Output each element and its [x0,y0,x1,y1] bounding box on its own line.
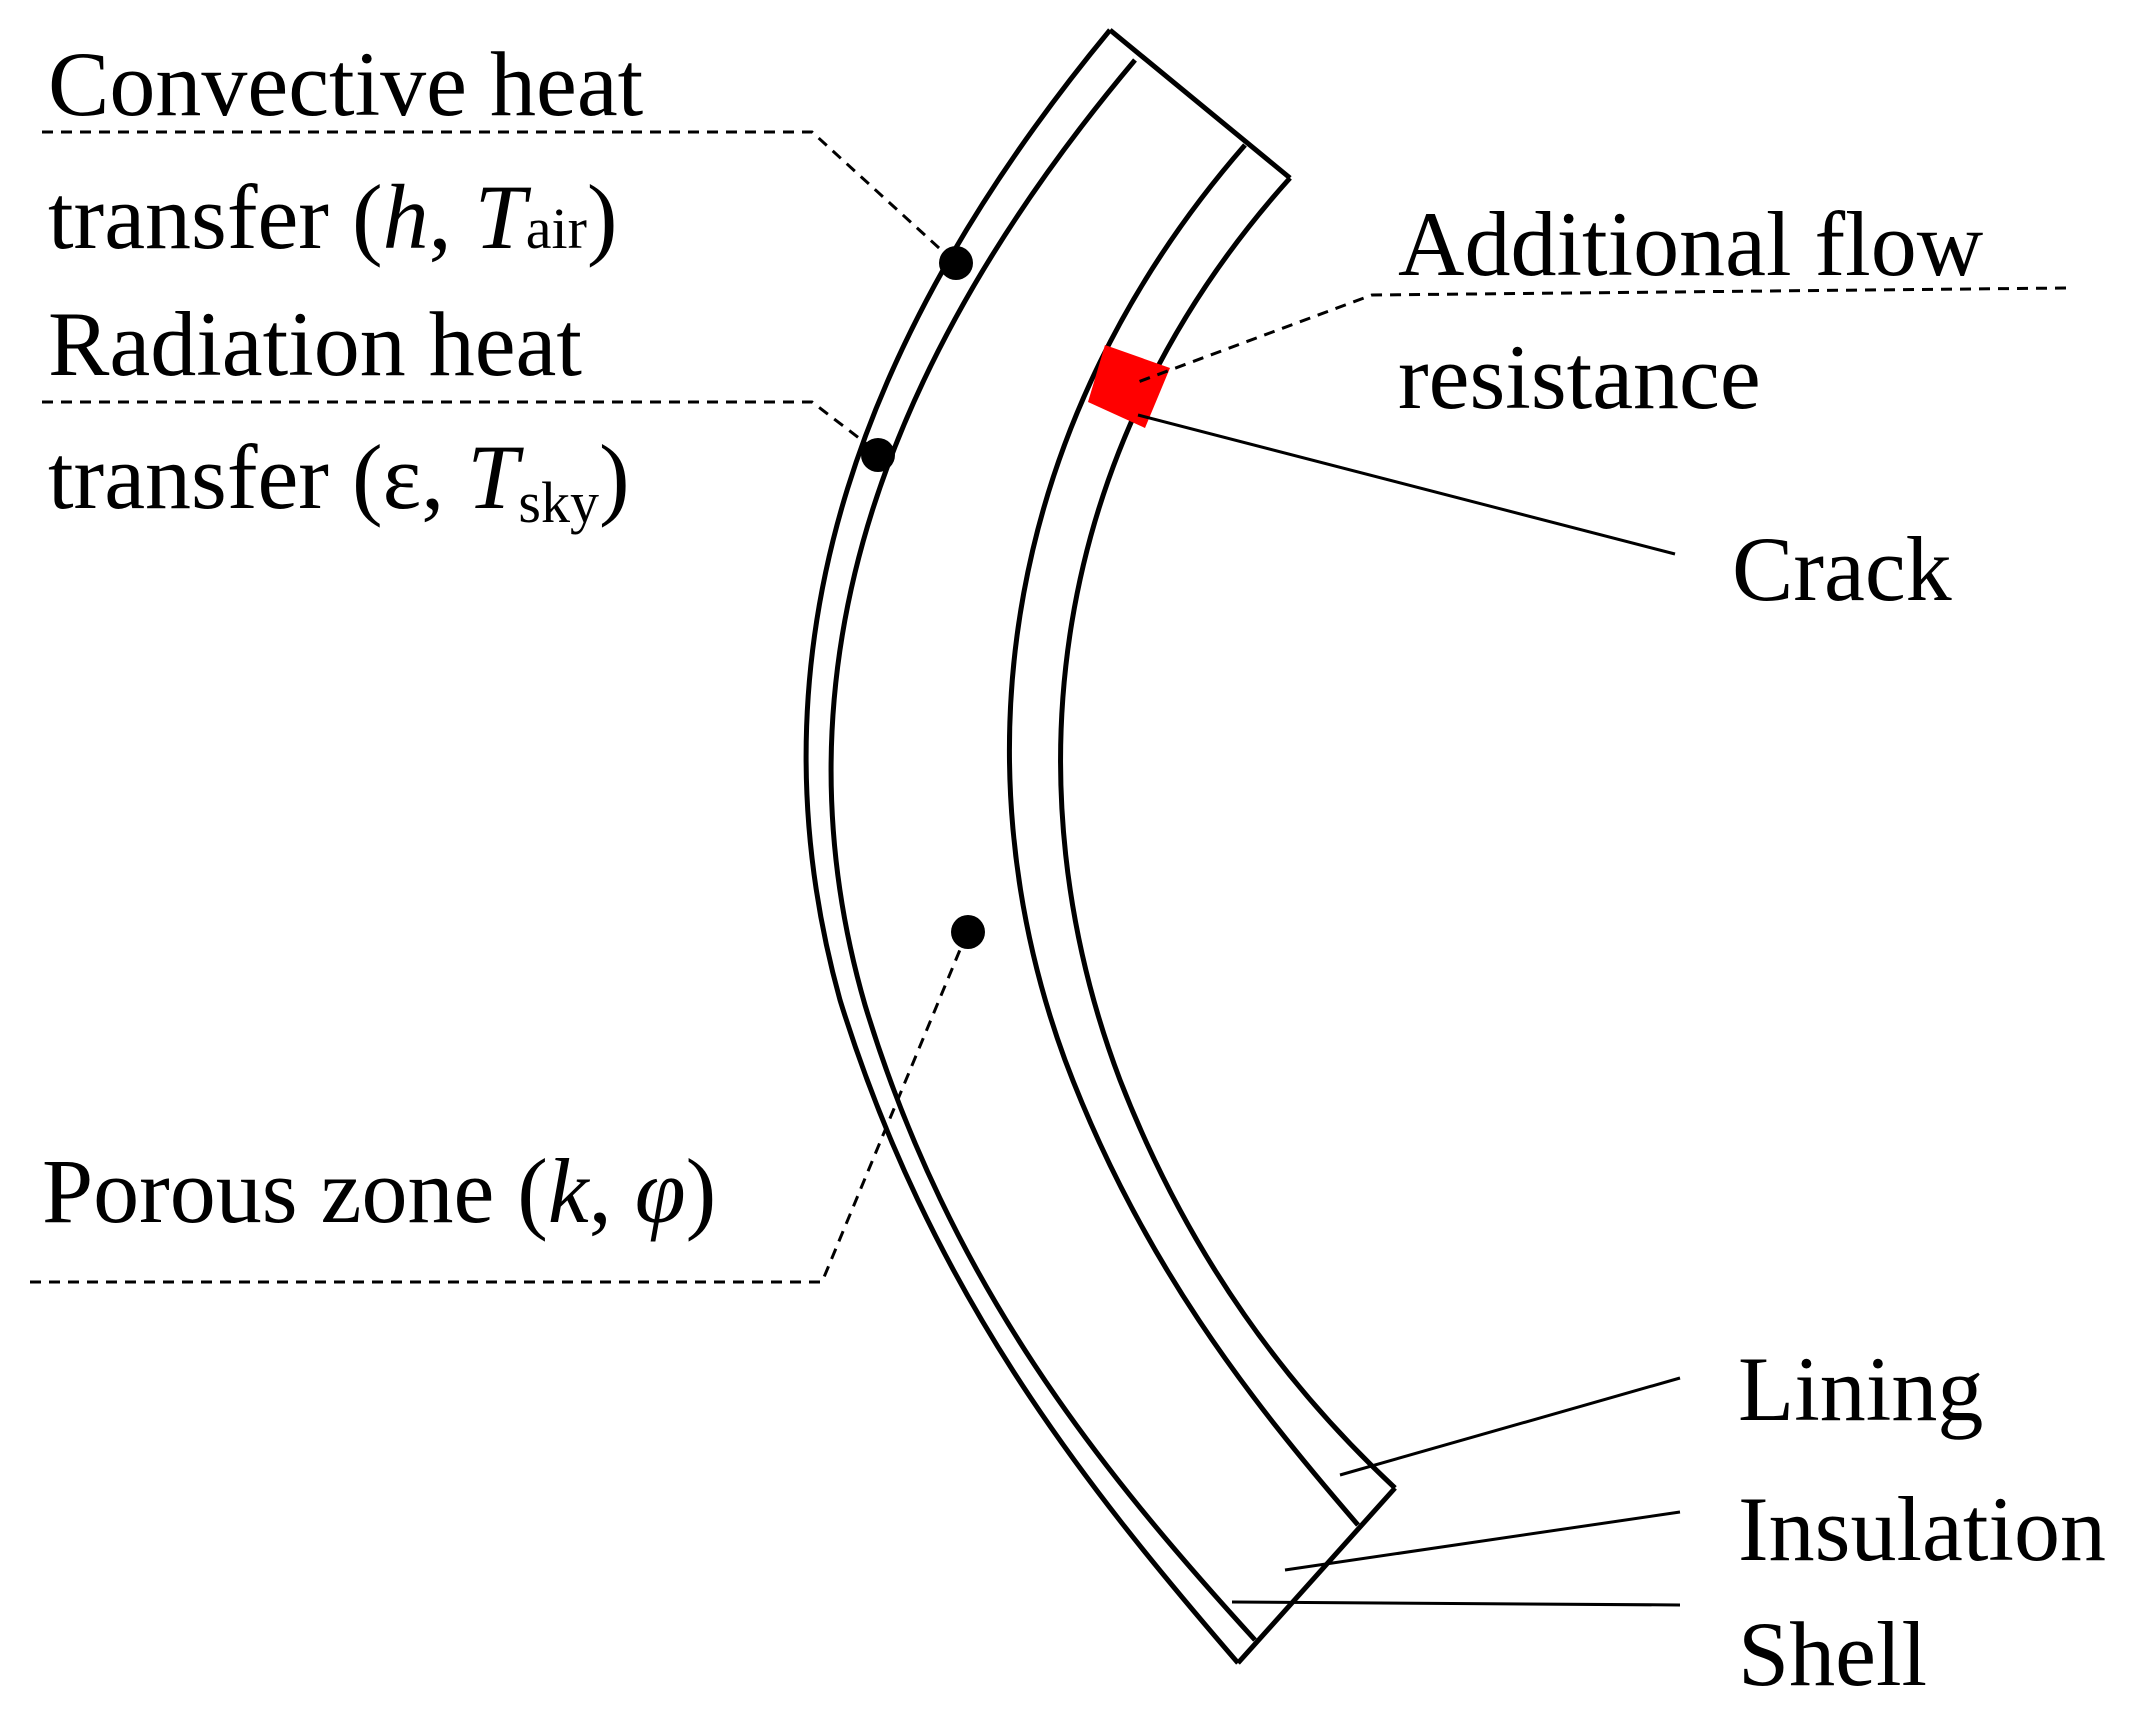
radiation-prefix: transfer ( [48,426,383,528]
bottom-end-cap [1236,1486,1397,1665]
convective-label-line1: Convective heat [48,33,644,135]
flow-resistance-label-line1: Additional flow [1398,193,1984,295]
convective-param-h: h [383,166,429,268]
shell-label: Shell [1738,1603,1927,1705]
insulation-leader [1284,1510,1681,1572]
radiation-label-line1: Radiation heat [48,293,582,395]
porous-param-phi: φ [635,1140,686,1242]
crack-label: Crack [1732,518,1952,620]
porous-sep: , [589,1140,635,1242]
lining-label: Lining [1738,1338,1983,1440]
convective-leader [42,130,952,260]
radiation-suffix: ) [599,426,630,528]
shell-outer-boundary [803,28,1240,1665]
shell-leader [1231,1600,1681,1607]
shell-insulation-interface [828,58,1257,1642]
lining-leader [1339,1376,1681,1477]
radiation-param-eps: ε [383,426,422,528]
porous-suffix: ) [686,1140,717,1242]
top-end-cap [1108,28,1292,180]
convective-point [939,246,973,280]
insulation-lining-interface [1006,143,1360,1527]
porous-label: Porous zone (k, φ) [42,1140,716,1242]
radiation-sub-sky: sky [518,470,599,535]
convective-suffix: ) [587,166,618,268]
convective-label-line2: transfer (h, Tair) [48,166,618,268]
flow-resistance-leader [1137,286,2067,384]
crack-block [1088,345,1170,428]
flow-resistance-label-line2: resistance [1398,326,1761,428]
convective-sub-air: air [526,196,587,261]
convective-sep: , [429,166,475,268]
porous-point [951,915,985,949]
porous-prefix: Porous zone ( [42,1140,548,1242]
radiation-leader [42,400,873,450]
porous-param-k: k [548,1140,591,1242]
radiation-param-t: T [467,426,524,528]
convective-param-t: T [475,166,532,268]
radiation-sep: , [421,426,467,528]
radiation-label-line2: transfer (ε, Tsky) [48,426,630,535]
porous-leader [30,944,964,1284]
insulation-label: Insulation [1738,1478,2106,1580]
crack-leader [1137,413,1676,556]
convective-prefix: transfer ( [48,166,383,268]
wall-section [803,28,1397,1665]
